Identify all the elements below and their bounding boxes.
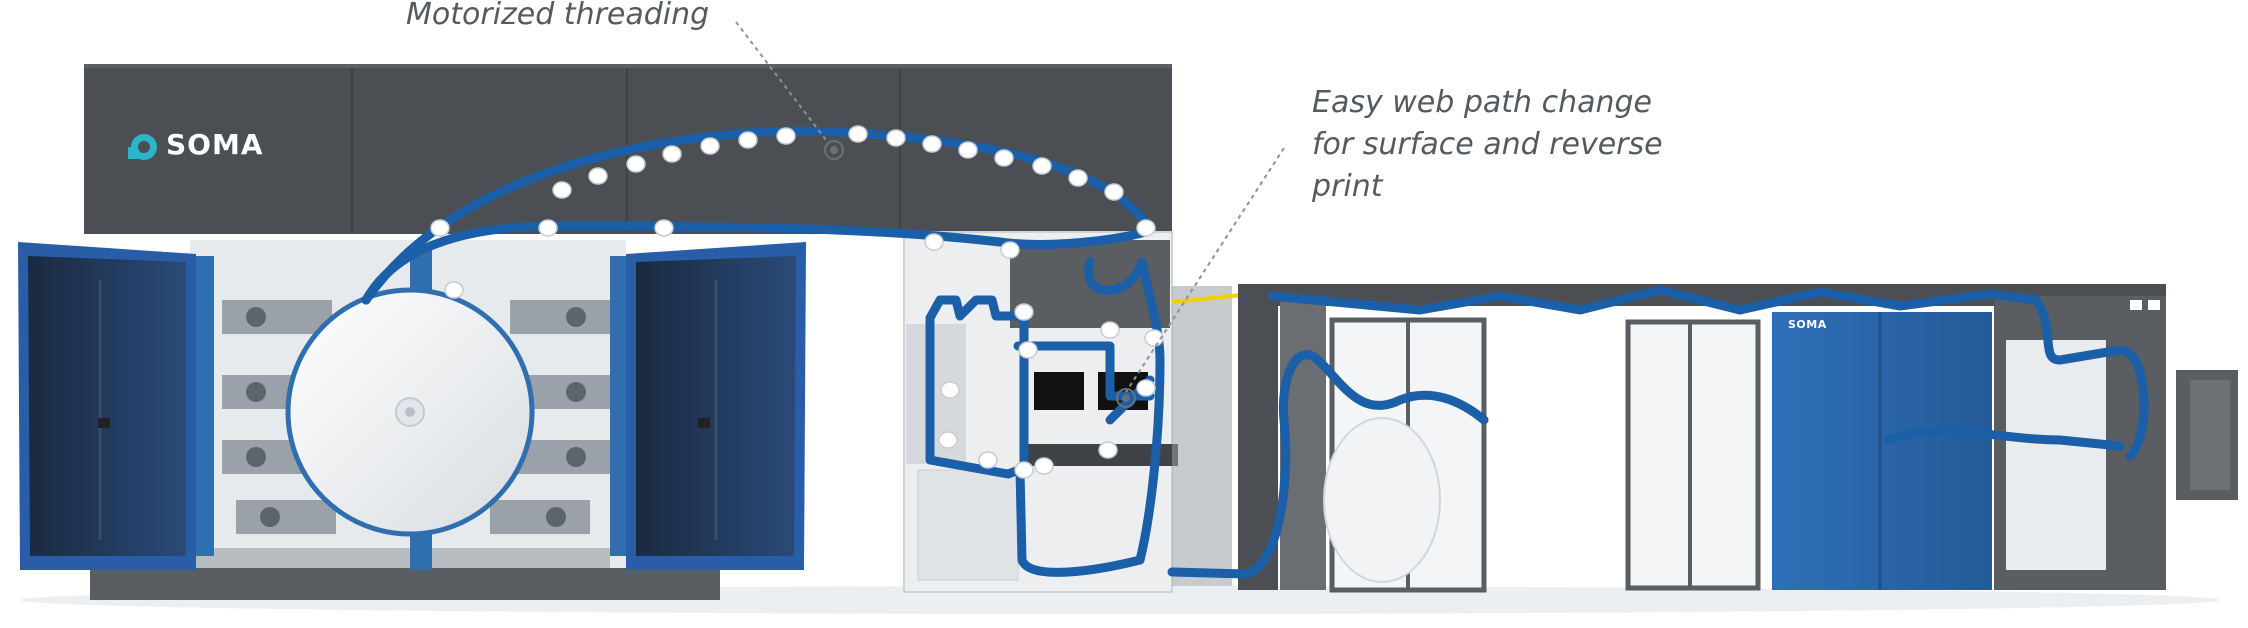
control-station: [903, 231, 1178, 593]
callout-leaders: [735, 21, 1285, 393]
callout-web-path-change: Easy web path change for surface and rev…: [1312, 82, 1663, 208]
callout-line-2: for surface and reverse: [1312, 127, 1663, 162]
soma-logo-icon: [128, 134, 157, 160]
callout-line-3: print: [1312, 169, 1383, 204]
threading-marker: [824, 140, 844, 160]
brand-logo-text: SOMA: [166, 128, 264, 161]
web-path-marker-dot: [1122, 394, 1130, 402]
dryer-and-rewind-frame: [1238, 284, 2238, 593]
threading-marker-dot: [830, 146, 838, 154]
right-door: [626, 242, 806, 570]
web-path-marker: [1116, 388, 1136, 408]
left-door: [18, 242, 196, 570]
guide-rollers: [430, 125, 1164, 479]
callout-line-1: Easy web path change: [1312, 85, 1652, 120]
central-impression-unit: [90, 240, 720, 600]
web-bridge: [1172, 286, 1232, 586]
brand-logo-text-small: SOMA: [1788, 318, 1827, 331]
monitor-left: [1034, 372, 1084, 410]
callout-motorized-threading: Motorized threading: [406, 0, 710, 32]
